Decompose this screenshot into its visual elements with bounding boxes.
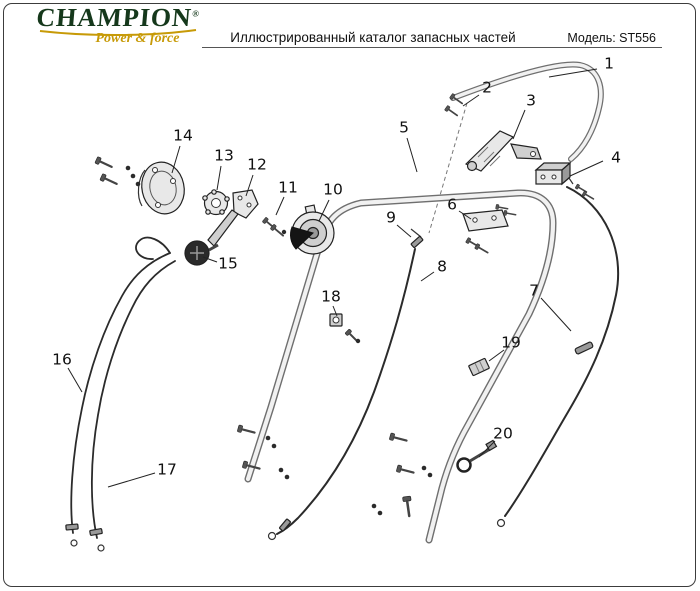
part-4-bracket xyxy=(534,161,595,200)
part-5-handle-tube xyxy=(244,189,557,544)
leader-line-13 xyxy=(216,165,222,191)
part-number-11: 11 xyxy=(278,179,298,197)
part-18-cable-clamp xyxy=(329,313,361,344)
leader-line-4 xyxy=(569,160,604,177)
leader-line-17 xyxy=(107,472,156,488)
part-10-round-housing xyxy=(290,204,335,255)
part-9-cable-end xyxy=(410,235,424,249)
leader-line-7 xyxy=(540,297,572,332)
model-label: Модель: ST556 xyxy=(567,31,656,45)
part-2-screws xyxy=(444,93,464,117)
part-number-18: 18 xyxy=(321,288,341,306)
part-number-13: 13 xyxy=(214,147,234,165)
page-title: Иллюстрированный каталог запасных частей xyxy=(230,30,516,45)
part-1-upper-bar xyxy=(450,61,604,162)
part-number-7: 7 xyxy=(529,282,539,300)
brand-tagline: Power & force xyxy=(95,31,180,46)
part-number-2: 2 xyxy=(482,79,492,97)
leader-line-8 xyxy=(420,271,435,282)
part-number-16: 16 xyxy=(52,351,72,369)
assembly-dash-line xyxy=(428,102,468,234)
leader-line-16 xyxy=(67,367,83,393)
header-divider xyxy=(202,47,662,48)
part-8-middle-cable xyxy=(267,228,424,541)
leader-line-2 xyxy=(462,94,480,107)
leader-line-6 xyxy=(458,210,472,220)
leader-line-18 xyxy=(332,305,338,317)
part-14-housing xyxy=(94,156,185,215)
leader-line-1 xyxy=(548,68,598,78)
leader-line-15 xyxy=(202,256,218,263)
part-19-clip xyxy=(468,357,490,377)
leader-line-3 xyxy=(512,109,526,140)
leader-line-10 xyxy=(318,199,330,222)
leader-line-19 xyxy=(488,349,505,362)
part-13-round-plate xyxy=(202,189,230,216)
part-6-plate xyxy=(462,209,509,254)
part-number-6: 6 xyxy=(447,196,457,214)
part-number-4: 4 xyxy=(611,149,621,167)
part-number-17: 17 xyxy=(157,461,177,479)
leader-line-11 xyxy=(275,196,285,216)
part-number-3: 3 xyxy=(526,92,536,110)
part-12-bracket xyxy=(207,189,259,247)
leader-line-5 xyxy=(406,137,418,173)
leader-line-14 xyxy=(171,145,181,174)
leader-line-9 xyxy=(396,224,412,238)
part-number-12: 12 xyxy=(247,156,267,174)
part-number-9: 9 xyxy=(386,209,396,227)
leader-line-20 xyxy=(478,440,496,458)
leader-line-12 xyxy=(245,174,254,197)
part-number-19: 19 xyxy=(501,334,521,352)
part-16-17-left-cables xyxy=(65,236,176,552)
part-number-20: 20 xyxy=(493,425,513,443)
part-number-14: 14 xyxy=(173,127,193,145)
part-number-10: 10 xyxy=(323,181,343,199)
part-3-throttle-lever xyxy=(464,130,542,172)
part-number-1: 1 xyxy=(604,55,614,73)
champion-logo: CHAMPION® Power & force xyxy=(30,3,205,46)
part-number-8: 8 xyxy=(437,258,447,276)
part-7-right-cable xyxy=(496,177,620,528)
part-number-15: 15 xyxy=(218,255,238,273)
part-number-5: 5 xyxy=(399,119,409,137)
part-15-knob xyxy=(184,240,219,266)
logo-swoosh xyxy=(39,29,196,36)
lower-tube-hardware xyxy=(237,424,433,518)
part-11-screws xyxy=(262,217,287,237)
crossbar-screws xyxy=(495,204,517,216)
